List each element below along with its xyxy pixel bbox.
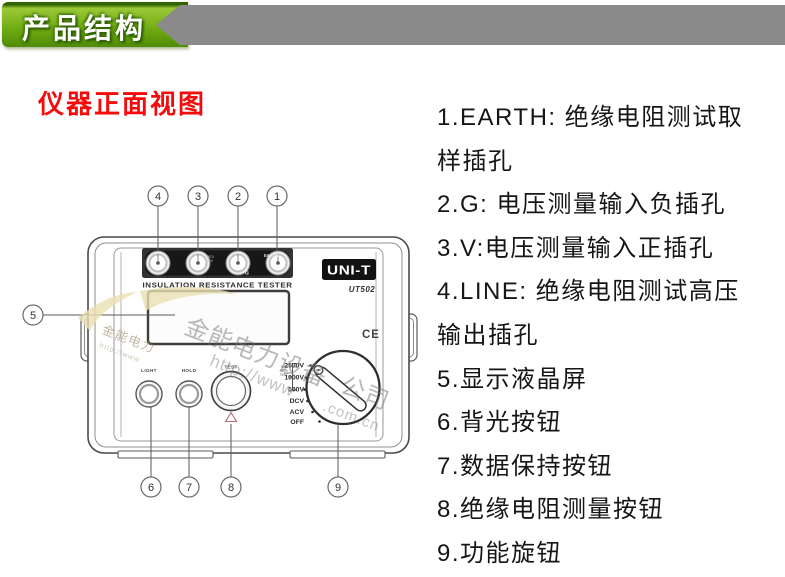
knob-position-off: OFF [290, 419, 304, 426]
brand-logo: UNI-T [322, 259, 376, 280]
test-button-label: TEST [224, 365, 237, 370]
watermark-swoosh-icon [78, 292, 137, 331]
callout-3: 3 [195, 191, 201, 203]
banner-gray-bar [156, 5, 785, 45]
watermark-swoosh-icon [140, 287, 236, 311]
jack-line [145, 250, 171, 276]
knob-position-1000v: 1000V [284, 375, 304, 382]
brand-logo-text: UNI-T [327, 264, 371, 278]
warning-triangle-icon [224, 411, 238, 423]
legend-line: 6.背光按钮 [437, 409, 563, 437]
callout-6: 6 [148, 482, 154, 494]
callout-5: 5 [30, 310, 36, 322]
callout-1: 1 [274, 191, 280, 203]
light-button-label: LIGHT [141, 368, 157, 373]
jack-g [225, 250, 251, 276]
legend-line: 4.LINE: 绝缘电阻测试高压 [437, 278, 740, 306]
knob-microtext: 600V [281, 369, 289, 373]
legend-line: 5.显示液晶屏 [437, 365, 588, 393]
legend-line: 输出插孔 [437, 321, 539, 349]
cat-rating-voltage: 600V [206, 259, 214, 263]
callout-markers: 4 3 2 1 5 6 7 8 9 [22, 185, 349, 498]
jack-earth [265, 250, 291, 276]
legend-line: 1.EARTH: 绝缘电阻测试取 [437, 104, 744, 131]
earth-jack-label: EARTH [264, 253, 278, 258]
knob-position-2500v: 2500V [284, 363, 304, 370]
callout-8: 8 [228, 482, 234, 494]
callout-lines [43, 206, 339, 477]
knob-microtext: TEST [280, 373, 288, 377]
knob-position-dcv: DCV [290, 398, 305, 405]
jack-v [185, 250, 211, 276]
model-number: UT502 [349, 285, 376, 294]
top-banner: 产品结构 [0, 0, 785, 52]
legend-list: 1.EARTH: 绝缘电阻测试取 样插孔 2.G: 电压测量输入负插孔 3.V:… [437, 96, 782, 576]
section-title: 仪器正面视图 [38, 89, 207, 119]
hold-button: HOLD [175, 368, 203, 408]
device-front-view-diagram: EARTH G CAT.II 600V INSULATION RESISTANC… [22, 185, 418, 498]
banner-title: 产品结构 [22, 13, 147, 44]
test-button: TEST [210, 365, 252, 423]
legend-line: 7.数据保持按钮 [437, 452, 614, 480]
callout-7: 7 [186, 482, 192, 494]
hold-button-label: HOLD [182, 368, 197, 373]
legend-line: 样插孔 [437, 147, 514, 175]
panel-title: INSULATION RESISTANCE TESTER [143, 283, 293, 290]
callout-4: 4 [155, 191, 161, 203]
callout-2: 2 [235, 191, 241, 203]
light-button: LIGHT [135, 368, 163, 408]
terminal-strip: EARTH G CAT.II 600V [142, 248, 293, 278]
knob-microtext: MAX [281, 365, 289, 369]
cat-rating-label: CAT.II [206, 255, 215, 259]
knob-position-acv: ACV [290, 409, 305, 416]
legend-line: 8.绝缘电阻测量按钮 [437, 496, 665, 524]
callout-9: 9 [335, 482, 341, 494]
legend-line: 9.功能旋钮 [437, 539, 563, 567]
legend-line: 2.G: 电压测量输入负插孔 [437, 191, 727, 219]
ce-mark: CE [362, 329, 380, 341]
function-knob: 2500V 1000V 500V DCV ACV OFF MAX 600V TE… [280, 349, 381, 426]
legend-line: 3.V:电压测量输入正插孔 [437, 234, 715, 262]
g-jack-label: G [245, 271, 249, 277]
knob-position-500v: 500V [288, 387, 304, 394]
